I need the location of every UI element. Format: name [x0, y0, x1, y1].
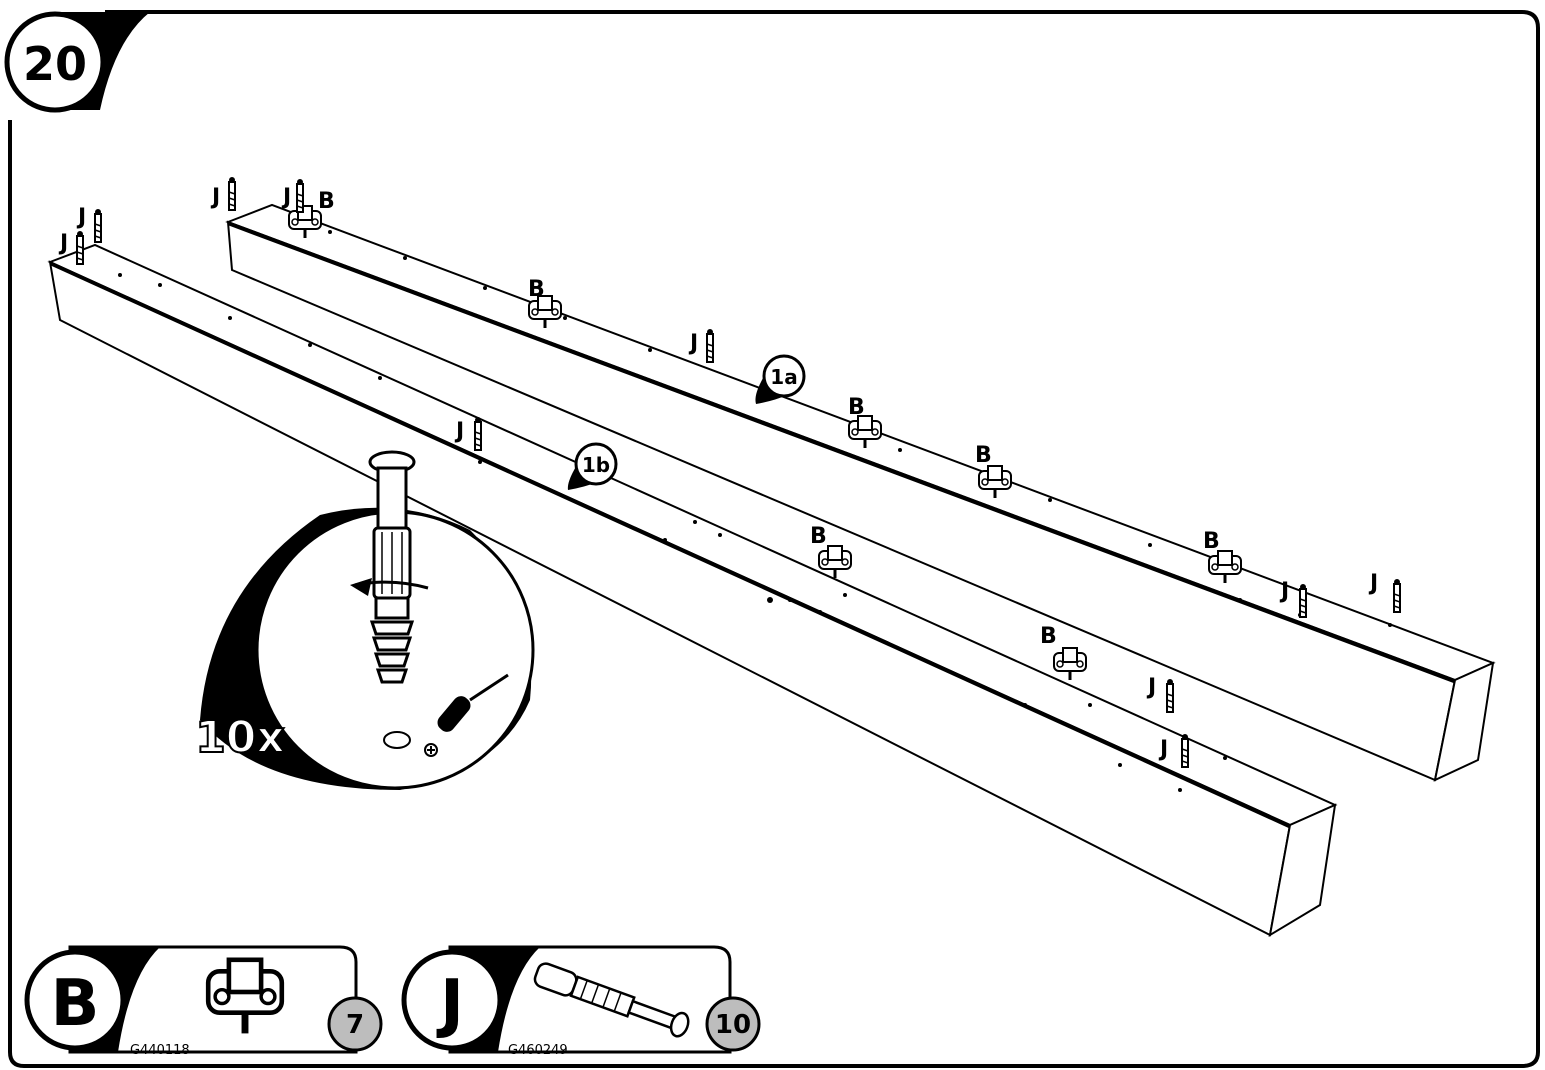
legend-item-j: J G460249 10 — [401, 945, 761, 1058]
cam-label: B — [528, 277, 545, 302]
dowel-label: J — [688, 331, 698, 356]
cam-label: B — [810, 524, 827, 549]
dowel-icon — [76, 230, 84, 265]
dowel-icon — [474, 416, 482, 451]
legend-code: G460249 — [508, 1043, 568, 1058]
page-frame — [8, 10, 1540, 1068]
dowel-icon — [1181, 733, 1189, 768]
detail-callout: 10x — [194, 450, 535, 790]
legend-count: 10 — [715, 1010, 751, 1040]
dowel-icon — [706, 328, 714, 363]
dowel-icon — [1299, 583, 1307, 618]
legend-letter: J — [436, 967, 464, 1041]
dowel-label: J — [1146, 675, 1156, 700]
dowel-label: J — [1368, 571, 1378, 596]
hole-icon — [383, 731, 411, 749]
cam-fitting-icon — [1052, 646, 1088, 682]
cam-label: B — [975, 443, 992, 468]
cam-label: B — [1040, 624, 1057, 649]
legend-letter: B — [51, 967, 100, 1041]
dowel-label: J — [1279, 579, 1289, 604]
multiplier-label: 10x — [195, 712, 285, 763]
legend-item-b: B G440118 7 — [24, 945, 383, 1058]
dowel-icon — [1166, 678, 1174, 713]
dowel-icon — [1393, 578, 1401, 613]
cam-label: B — [848, 395, 865, 420]
svg-text:1b: 1b — [582, 453, 610, 477]
dowel-label: J — [454, 419, 464, 444]
dowel-label: J — [1158, 737, 1168, 762]
dowel-icon — [533, 962, 690, 1038]
panel-1b-badge: 1b — [567, 442, 618, 490]
drill-holes — [118, 230, 1392, 792]
dowel-label: J — [210, 185, 220, 210]
svg-text:1a: 1a — [770, 365, 797, 389]
legend-code: G440118 — [130, 1043, 190, 1058]
dowel-icon — [296, 178, 304, 213]
dowel-icon — [94, 208, 102, 243]
cam-label: B — [318, 189, 335, 214]
dowel-label: J — [76, 205, 86, 230]
cam-dowel-icon — [368, 450, 416, 684]
dowel-label: J — [58, 231, 68, 256]
legend-count: 7 — [346, 1010, 364, 1040]
dowel-icon — [228, 176, 236, 211]
panel-1a-badge: 1a — [755, 354, 806, 404]
step-number: 20 — [23, 37, 87, 91]
cam-label: B — [1203, 529, 1220, 554]
step-badge: 20 — [4, 11, 150, 113]
dowel-label: J — [281, 185, 291, 210]
screwdriver-icon — [424, 673, 509, 757]
